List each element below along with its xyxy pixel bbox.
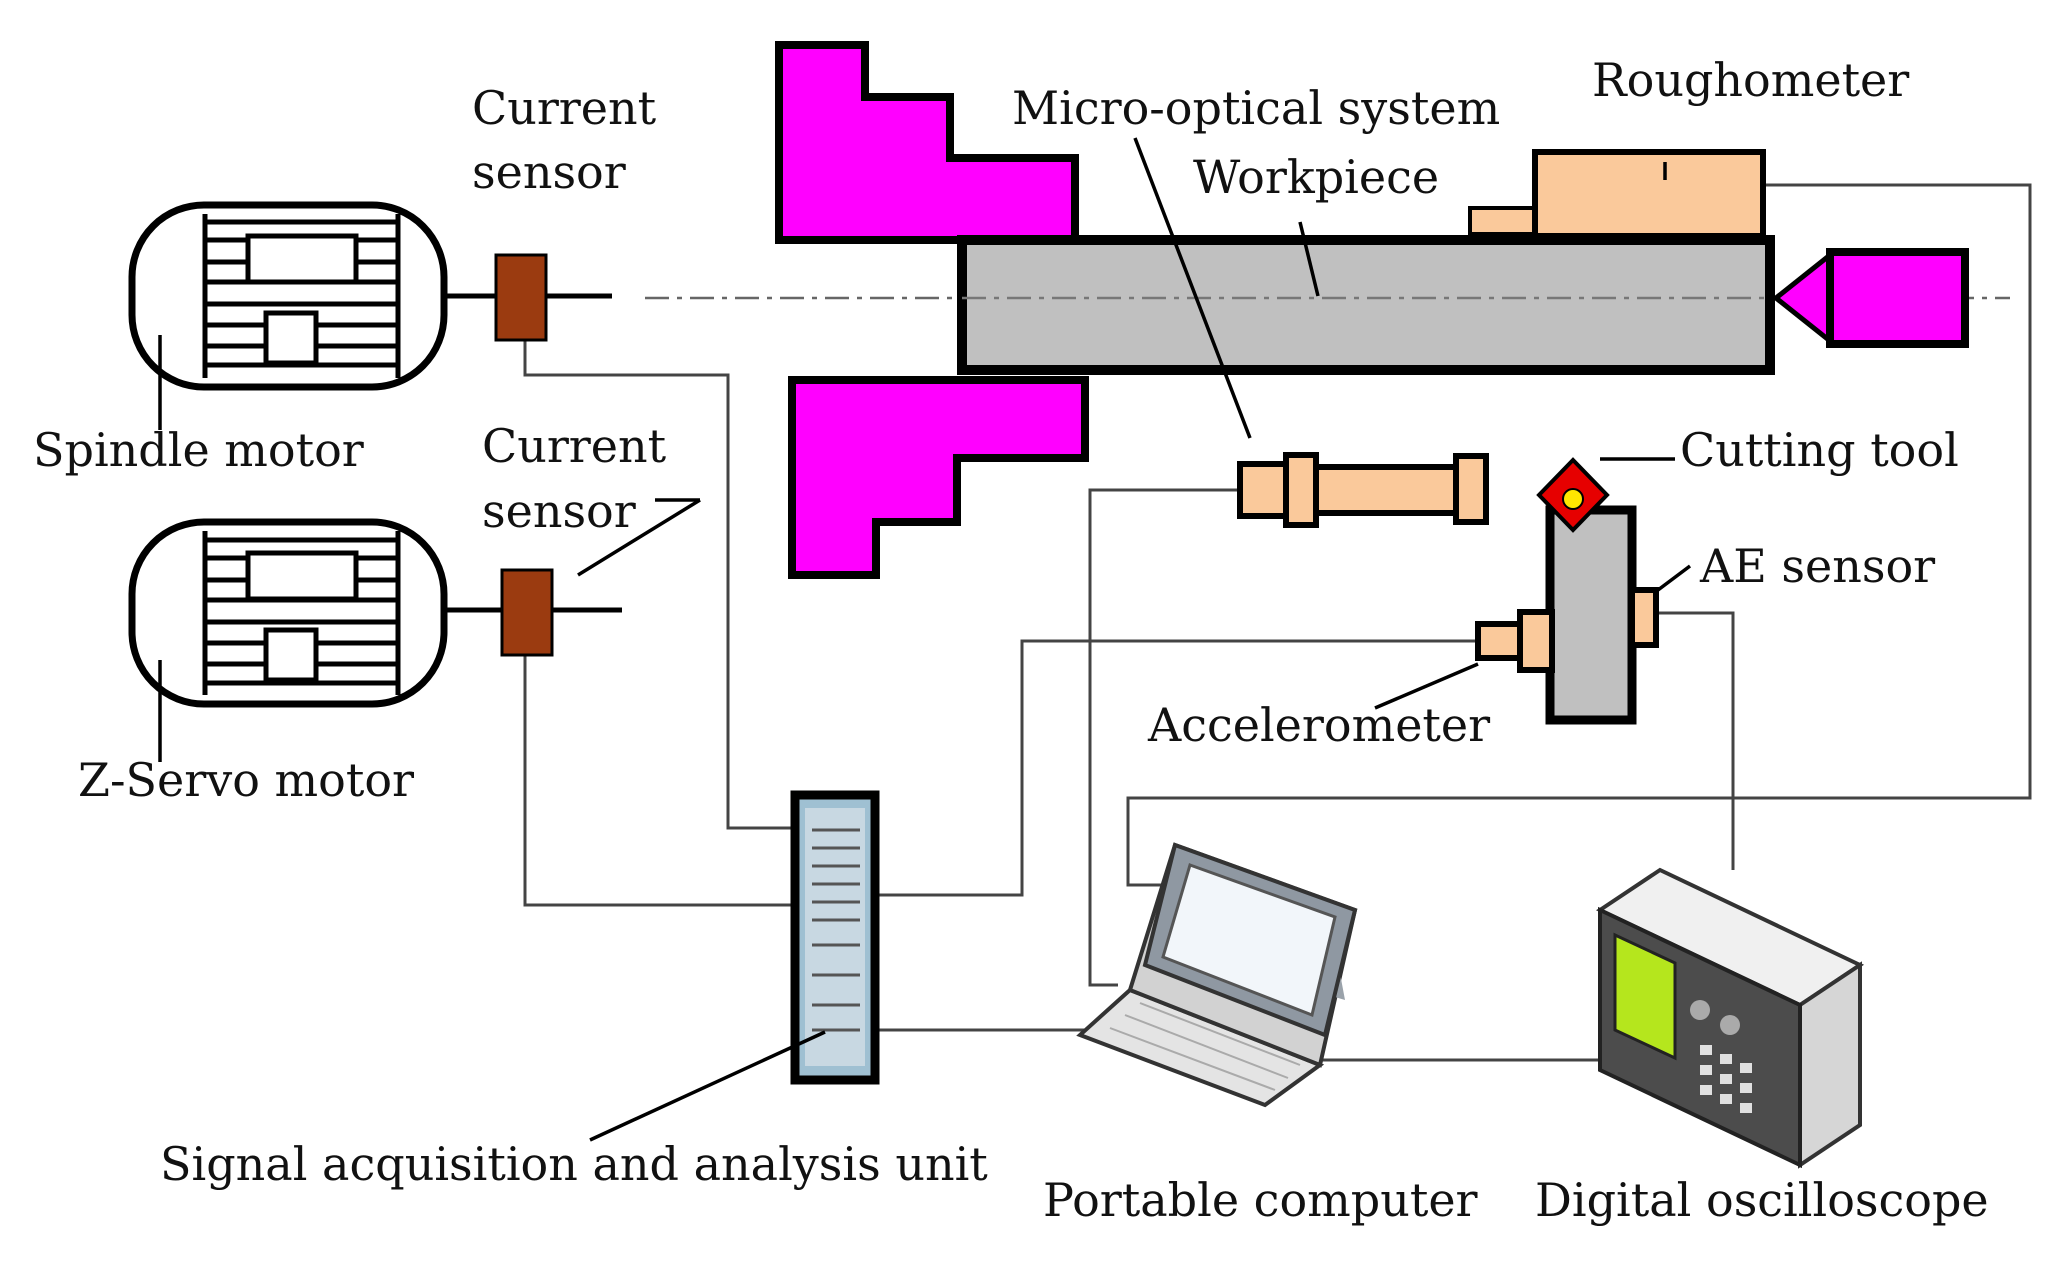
ae-sensor <box>1629 587 1659 648</box>
leader-lines <box>577 137 1692 1142</box>
signal-unit-label: Signal acquisition and analysis unit <box>160 1137 988 1191</box>
portable-computer <box>1076 842 1358 1108</box>
roughometer <box>1468 149 1766 239</box>
z-servo-motor-label: Z-Servo motor <box>78 753 414 807</box>
workpiece-label: Workpiece <box>1193 150 1439 204</box>
cutting-tool <box>1536 457 1637 725</box>
accelerometer <box>1475 609 1555 673</box>
spindle-motor <box>128 201 612 430</box>
digital-oscilloscope-label: Digital oscilloscope <box>1535 1173 1989 1227</box>
micro-optical-system-label: Micro-optical system <box>1012 81 1500 135</box>
workpiece <box>957 235 1775 375</box>
current-sensor-spindle <box>494 253 548 342</box>
current-sensor-label-top-line1: Current <box>472 81 657 135</box>
cutting-tool-label: Cutting tool <box>1680 423 1959 477</box>
digital-oscilloscope <box>1595 867 1865 1169</box>
spindle-motor-label: Spindle motor <box>33 423 364 477</box>
portable-computer-label: Portable computer <box>1043 1173 1478 1227</box>
current-sensor-label-bottom-line2: sensor <box>482 484 636 538</box>
current-sensor-label-bottom-line1: Current <box>482 419 667 473</box>
accelerometer-label: Accelerometer <box>1147 698 1490 752</box>
signal-acquisition-unit <box>790 790 880 1085</box>
micro-optical-system <box>1237 452 1489 528</box>
tailstock-center <box>1771 248 1969 348</box>
roughometer-label: Roughometer <box>1592 53 1909 107</box>
current-sensor-label-top-line2: sensor <box>472 145 626 199</box>
z-servo-motor <box>128 518 622 762</box>
ae-sensor-label: AE sensor <box>1699 539 1935 593</box>
signal-wires <box>523 183 2032 1062</box>
current-sensor-servo <box>500 568 554 657</box>
chuck <box>775 41 1089 579</box>
